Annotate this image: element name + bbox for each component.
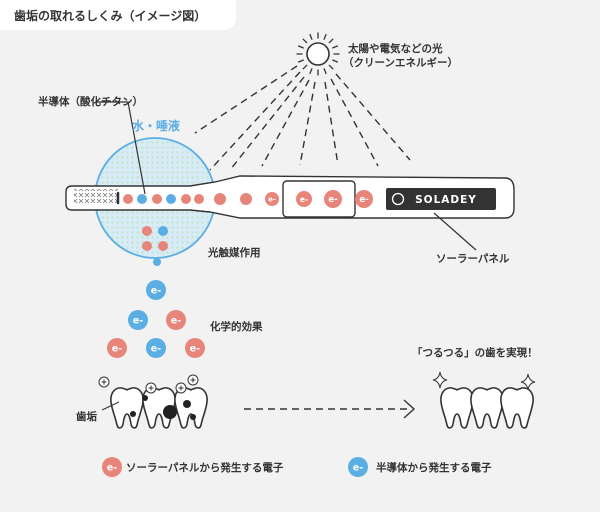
electron-symbol: e- (133, 316, 143, 327)
electron-symbol: e- (353, 463, 363, 474)
photocatalysis-label: 光触媒作用 (208, 247, 261, 259)
legend-solar-text: ソーラーパネルから発生する電子 (126, 462, 284, 474)
semiconductor-electron (158, 226, 168, 236)
sunlight-label: 太陽や電気などの光 （クリーンエネルギー） (343, 42, 458, 70)
electron-symbol: e- (107, 463, 117, 474)
electron-symbol: e- (190, 344, 200, 355)
electron-symbol: e- (171, 316, 181, 327)
solar-electron (185, 338, 205, 358)
plaque-pointer (101, 401, 120, 411)
semiconductor-electron (137, 194, 147, 204)
solar-electron (142, 241, 152, 251)
water-saliva-label: 水・唾液 (132, 119, 181, 133)
plaque-label: 歯垢 (76, 411, 97, 423)
clean-energy-label: （クリーンエネルギー） (343, 57, 458, 70)
semiconductor-electron (146, 280, 166, 300)
arrow-icon (244, 399, 416, 419)
brand-badge (386, 188, 496, 210)
electron-symbol: e- (359, 195, 369, 205)
toothbrush-icon: SOLADEY (65, 175, 515, 219)
title-tab: 歯垢の取れるしくみ（イメージ図） (0, 0, 236, 30)
solar-electron (142, 226, 152, 236)
semiconductor-electron (166, 194, 176, 204)
solar-electron (296, 191, 312, 207)
electron-symbol: e- (112, 344, 122, 355)
diagram-title: 歯垢の取れるしくみ（イメージ図） (14, 9, 207, 23)
semiconductor-electron (146, 338, 166, 358)
smooth-teeth-label: 「つるつる」の歯を実現！ (412, 347, 538, 359)
solar-electron (107, 338, 127, 358)
solar-electron (152, 194, 162, 204)
electron-symbol: e- (151, 344, 161, 355)
electron-symbol: e- (268, 195, 276, 203)
legend-semiconductor-electron-icon (348, 457, 368, 477)
solar-electron (123, 194, 133, 204)
semiconductor-pointer (96, 101, 146, 195)
brand-text: SOLADEY (415, 194, 477, 206)
solar-electron (194, 194, 204, 204)
solar-electron (166, 310, 186, 330)
semiconductor-label: 半導体（酸化チタン） (38, 96, 143, 108)
plaque-deposits (130, 395, 196, 420)
clean-teeth (432, 371, 536, 429)
solar-electron (214, 193, 226, 205)
legend-solar-electron-icon (102, 457, 122, 477)
sunlight-label-line1: 太陽や電気などの光 (348, 43, 443, 55)
semiconductor-electron (128, 310, 148, 330)
light-rays (194, 65, 411, 171)
solar-electron (240, 193, 252, 205)
solar-electron (158, 241, 168, 251)
solar-panel-pointer (433, 212, 477, 251)
solar-electron (355, 190, 373, 208)
electron-group: e-e-e-e-e-e-e-e-e-e-e-e- (102, 190, 373, 477)
electron-symbol: e- (151, 286, 161, 297)
chemical-effect-label: 化学的効果 (210, 321, 263, 333)
plus-markers (98, 374, 199, 394)
solar-panel-label: ソーラーパネル (436, 253, 510, 265)
electron-symbol: e- (328, 195, 338, 205)
solar-electron (324, 190, 342, 208)
legend-semiconductor-text: 半導体から発生する電子 (376, 462, 492, 474)
solar-electron (265, 192, 279, 206)
sun-icon (296, 32, 340, 76)
electron-symbol: e- (300, 195, 308, 204)
sparkle-icon (432, 371, 536, 391)
dirty-teeth (98, 374, 208, 429)
brand-logo-icon (391, 192, 405, 206)
solar-electron (181, 194, 191, 204)
semiconductor-electron (153, 258, 161, 266)
